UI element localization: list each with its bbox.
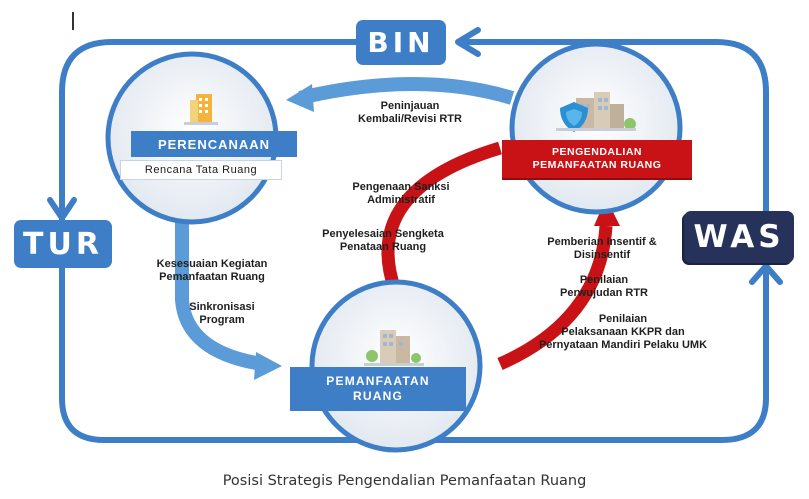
arrowhead-was [749, 263, 783, 285]
outer-loop-right-top [460, 39, 769, 211]
arrow-revisi [298, 77, 515, 105]
annotation-insentif: Pemberian Insentif & Disinsentif [547, 236, 657, 261]
pemanfaatan-label: PEMANFAATAN RUANG [290, 367, 466, 411]
shield-icon-pengendalian [556, 92, 636, 132]
annotation-peninjauan: Peninjauan Kembali/Revisi RTR [358, 100, 462, 125]
bin-tag: BIN [356, 20, 446, 65]
annotation-penilaian-kkpr: Penilaian Pelaksanaan KKPR dan Pernyataa… [538, 313, 708, 351]
arrowhead-tur [47, 197, 77, 221]
pengendalian-label: PENGENDALIAN PEMANFAATAN RUANG [502, 140, 692, 178]
text-cursor [72, 12, 74, 30]
arrow-revisi-head [286, 84, 314, 112]
annotation-kesesuaian: Kesesuaian Kegiatan Pemanfaatan Ruang [156, 258, 268, 283]
annotation-sengketa: Penyelesaian Sengketa Penataan Ruang [322, 228, 444, 253]
perencanaan-label: PERENCANAAN [131, 131, 297, 157]
arrow-kesesuaian-head [254, 352, 282, 380]
arrow-kesesuaian [175, 206, 264, 371]
arrow-penilaian [497, 225, 613, 370]
tur-tag: TUR [14, 220, 112, 268]
annotation-penilaian-rtr: Penilaian Perwujudan RTR [559, 274, 648, 299]
was-tag: WAS [684, 211, 794, 263]
outer-loop [59, 39, 769, 443]
building-icon-pemanfaatan [364, 330, 424, 366]
annotation-sanksi: Pengenaan Sanksi Administratif [352, 181, 450, 206]
arrowhead-bin [455, 27, 481, 57]
arrow-sanksi [381, 141, 502, 293]
annotation-sinkronisasi: Sinkronisasi Program [189, 301, 255, 326]
rencana-tata-ruang-label: Rencana Tata Ruang [120, 160, 282, 180]
figure-caption: Posisi Strategis Pengendalian Pemanfaata… [222, 473, 587, 489]
building-icon-perencanaan [184, 94, 218, 125]
